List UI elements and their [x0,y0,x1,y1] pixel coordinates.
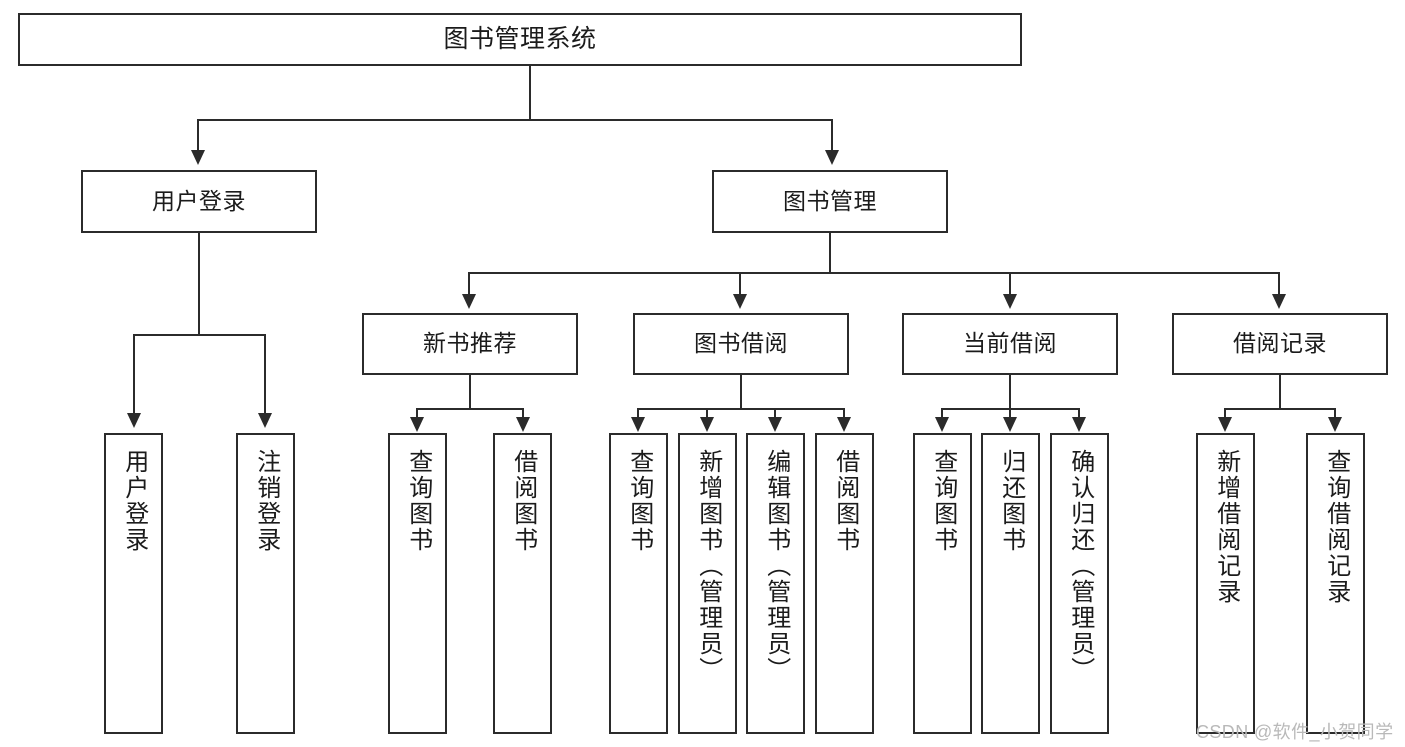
arrow-bookmgmt-to-current [1003,294,1017,309]
node-label: 确认归还（管理员） [1066,449,1094,683]
node-label: 新书推荐 [423,330,517,357]
node-label: 查询图书 [404,449,432,553]
connector-current-to-leaf-1 [941,408,943,419]
arrow-current-to-leaf-1 [935,417,949,432]
node-label: 新增图书（管理员） [694,449,722,683]
connector-bookmgmt-stem [829,233,831,273]
leaf-current-confirm-return-admin[interactable]: 确认归还（管理员） [1050,433,1109,734]
leaf-current-return-book[interactable]: 归还图书 [981,433,1040,734]
connector-bookmgmt-to-records [1278,272,1280,296]
arrow-records-to-leaf-2 [1328,417,1342,432]
node-label: 用户登录 [152,187,246,214]
node-book-management[interactable]: 图书管理 [712,170,948,233]
leaf-newbooks-borrow-book[interactable]: 借阅图书 [493,433,552,734]
node-root-system[interactable]: 图书管理系统 [18,13,1022,66]
leaf-borrow-borrow-book[interactable]: 借阅图书 [815,433,874,734]
arrow-bookmgmt-to-newbooks [462,294,476,309]
connector-newbooks-to-leaf-1 [416,408,418,419]
node-label: 查询图书 [929,449,957,553]
node-label: 图书借阅 [694,330,788,357]
node-borrow-records[interactable]: 借阅记录 [1172,313,1388,375]
arrow-login-to-leaf-1 [127,413,141,428]
arrow-borrow-to-leaf-4 [837,417,851,432]
connector-records-to-leaf-2 [1334,408,1336,419]
leaf-borrow-query-book[interactable]: 查询图书 [609,433,668,734]
node-label: 编辑图书（管理员） [762,449,790,683]
connector-bookmgmt-to-newbooks [468,272,470,296]
connector-current-to-leaf-2 [1009,408,1011,419]
connector-bookmgmt-to-current [1009,272,1011,296]
leaf-borrow-add-book-admin[interactable]: 新增图书（管理员） [678,433,737,734]
node-label: 注销登录 [252,449,280,553]
connector-records-bar [1224,408,1336,410]
connector-borrow-to-leaf-4 [843,408,845,419]
arrow-bookmgmt-to-borrow [733,294,747,309]
arrow-borrow-to-leaf-1 [631,417,645,432]
arrow-current-to-leaf-2 [1003,417,1017,432]
node-label: 归还图书 [997,449,1025,553]
node-label: 图书管理 [783,187,877,214]
connector-borrow-to-leaf-3 [774,408,776,419]
leaf-current-query-book[interactable]: 查询图书 [913,433,972,734]
connector-bookmgmt-bar [468,272,1279,274]
arrow-login-to-leaf-2 [258,413,272,428]
connector-borrow-stem [740,375,742,409]
node-label: 借阅记录 [1233,330,1327,357]
node-label: 借阅图书 [509,449,537,553]
connector-login-stem [198,233,200,335]
arrow-bookmgmt-to-records [1272,294,1286,309]
connector-newbooks-to-leaf-2 [522,408,524,419]
connector-root-to-bookmgmt [831,119,833,152]
node-new-book-recommend[interactable]: 新书推荐 [362,313,578,375]
connector-borrow-to-leaf-2 [706,408,708,419]
connector-login-to-leaf-2 [264,334,266,415]
leaf-records-add-record[interactable]: 新增借阅记录 [1196,433,1255,734]
node-label: 当前借阅 [963,330,1057,357]
connector-records-stem [1279,375,1281,409]
leaf-logout[interactable]: 注销登录 [236,433,295,734]
arrow-root-to-login [191,150,205,165]
node-current-borrow[interactable]: 当前借阅 [902,313,1118,375]
node-label: 查询图书 [625,449,653,553]
arrow-newbooks-to-leaf-1 [410,417,424,432]
arrow-newbooks-to-leaf-2 [516,417,530,432]
arrow-current-to-leaf-3 [1072,417,1086,432]
node-label: 新增借阅记录 [1212,449,1240,605]
connector-current-stem [1009,375,1011,409]
arrow-borrow-to-leaf-3 [768,417,782,432]
leaf-records-query-record[interactable]: 查询借阅记录 [1306,433,1365,734]
arrow-records-to-leaf-1 [1218,417,1232,432]
arrow-borrow-to-leaf-2 [700,417,714,432]
connector-root-to-login [197,119,199,152]
connector-root-bar [197,119,833,121]
node-label: 查询借阅记录 [1322,449,1350,605]
connector-newbooks-stem [469,375,471,409]
leaf-newbooks-query-book[interactable]: 查询图书 [388,433,447,734]
arrow-root-to-bookmgmt [825,150,839,165]
leaf-user-login[interactable]: 用户登录 [104,433,163,734]
connector-login-bar [133,334,266,336]
connector-borrow-bar [637,408,845,410]
connector-borrow-to-leaf-1 [637,408,639,419]
leaf-borrow-edit-book-admin[interactable]: 编辑图书（管理员） [746,433,805,734]
node-label: 借阅图书 [831,449,859,553]
connector-current-to-leaf-3 [1078,408,1080,419]
connector-login-to-leaf-1 [133,334,135,415]
connector-root-stem [529,66,531,120]
node-book-borrow[interactable]: 图书借阅 [633,313,849,375]
node-label: 用户登录 [120,449,148,553]
node-label: 图书管理系统 [443,24,597,53]
node-user-login[interactable]: 用户登录 [81,170,317,233]
connector-newbooks-bar [416,408,524,410]
connector-bookmgmt-to-borrow [739,272,741,296]
connector-records-to-leaf-1 [1224,408,1226,419]
